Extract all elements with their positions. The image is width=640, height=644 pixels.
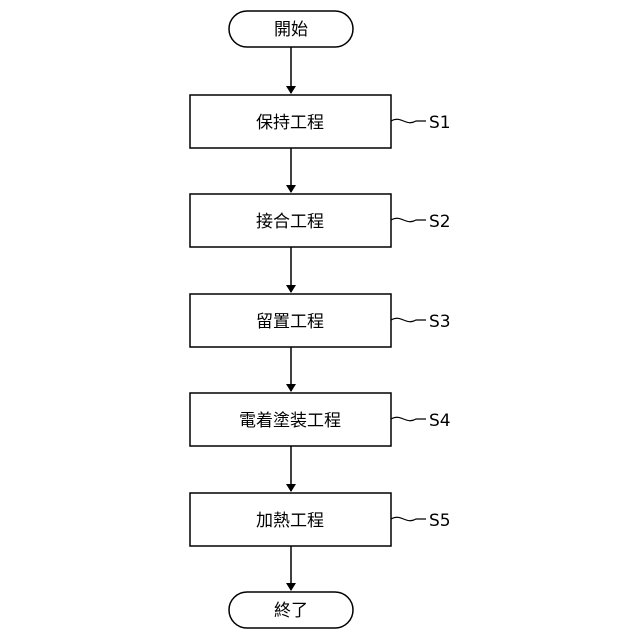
step-s4-id: S4 (429, 411, 451, 431)
step-s2-leader (391, 218, 426, 221)
step-s4: 電着塗装工程 S4 (190, 393, 451, 446)
step-s1-id: S1 (429, 113, 451, 133)
step-s2-id: S2 (429, 212, 451, 232)
step-s5-leader (391, 517, 426, 520)
step-s3-id: S3 (429, 312, 451, 332)
start-label: 開始 (274, 20, 308, 40)
step-s4-label: 電着塗装工程 (239, 410, 341, 431)
step-s2-label: 接合工程 (256, 212, 324, 232)
step-s1-label: 保持工程 (256, 113, 324, 133)
step-s4-leader (391, 417, 426, 420)
start-terminal: 開始 (229, 11, 353, 47)
step-s3-label: 留置工程 (256, 312, 324, 332)
step-s3: 留置工程 S3 (190, 294, 451, 347)
end-label: 終了 (274, 601, 308, 621)
step-s1: 保持工程 S1 (190, 95, 451, 148)
end-terminal: 終了 (229, 592, 353, 628)
step-s2: 接合工程 S2 (190, 194, 451, 247)
step-s5-label: 加熱工程 (256, 511, 324, 531)
step-s3-leader (391, 318, 426, 321)
step-s5-id: S5 (429, 511, 451, 531)
step-s1-leader (391, 119, 426, 122)
step-s5: 加熱工程 S5 (190, 493, 451, 546)
